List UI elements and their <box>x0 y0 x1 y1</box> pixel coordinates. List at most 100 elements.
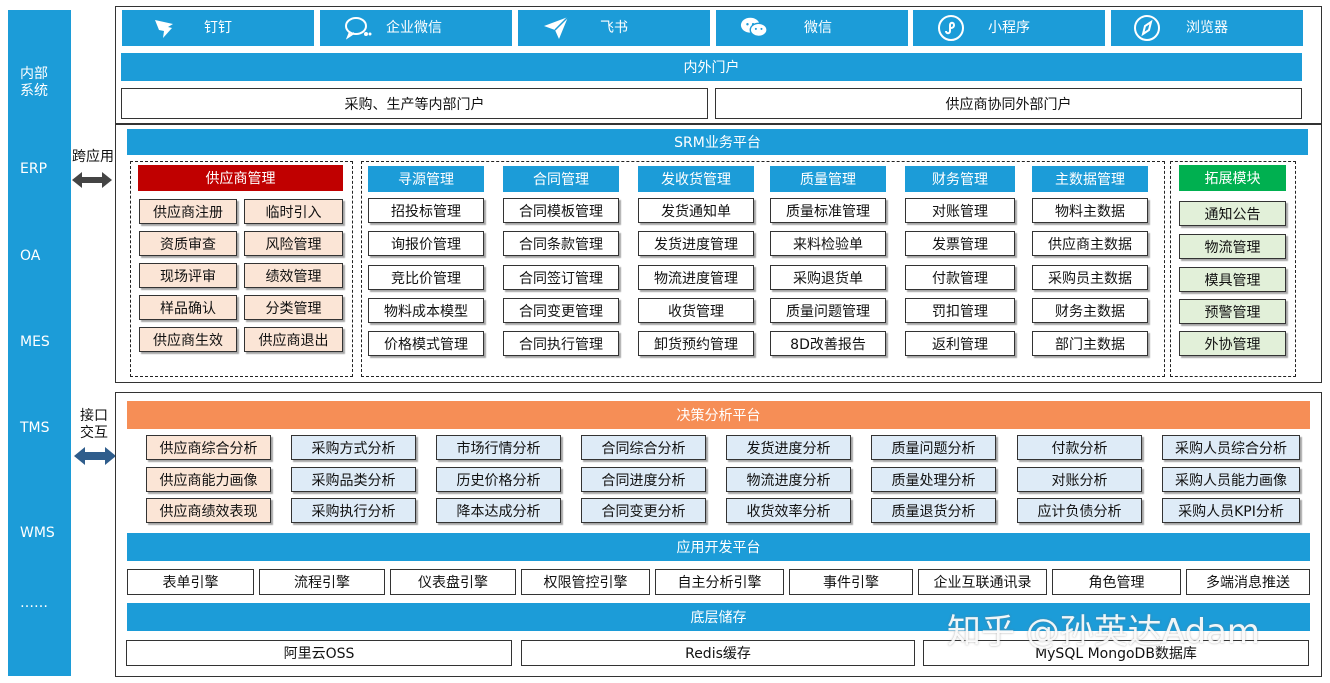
module-item: 部门主数据 <box>1032 331 1148 356</box>
engine-item: 权限管控引擎 <box>521 569 650 595</box>
module-item: 收货管理 <box>638 298 754 323</box>
supplier-item: 供应商生效 <box>139 327 237 352</box>
analysis-item: 供应商能力画像 <box>146 467 271 492</box>
module-item: 物流进度管理 <box>638 265 754 290</box>
analysis-item: 物流进度分析 <box>726 467 851 492</box>
analysis-item: 质量处理分析 <box>871 467 996 492</box>
module-item: 竞比价管理 <box>368 265 484 290</box>
module-item: 合同执行管理 <box>503 331 619 356</box>
module-item: 质量问题管理 <box>770 298 886 323</box>
supplier-item: 风险管理 <box>244 231 343 256</box>
extension-module-header: 拓展模块 <box>1179 165 1286 191</box>
supplier-item: 样品确认 <box>139 295 237 320</box>
module-item: 采购退货单 <box>770 265 886 290</box>
sidebar-item-wms: WMS <box>20 525 55 541</box>
extension-item: 物流管理 <box>1179 234 1286 259</box>
supplier-item: 资质审查 <box>139 231 237 256</box>
module-item: 返利管理 <box>905 331 1015 356</box>
business-modules-group-box <box>361 161 1165 377</box>
channel-feishu[interactable]: 飞书 <box>518 10 710 46</box>
module-item: 罚扣管理 <box>905 298 1015 323</box>
analysis-item: 发货进度分析 <box>726 435 851 460</box>
module-item: 物料成本模型 <box>368 298 484 323</box>
storage-item: Redis缓存 <box>521 640 915 666</box>
module-header: 财务管理 <box>905 166 1015 192</box>
supplier-item: 绩效管理 <box>244 263 343 288</box>
channel-wecom[interactable]: 企业微信 <box>320 10 512 46</box>
sidebar-item-mes: MES <box>20 334 50 350</box>
analysis-item: 采购人员能力画像 <box>1162 467 1300 492</box>
analysis-item: 采购执行分析 <box>291 498 416 523</box>
channel-dingtalk[interactable]: 钉钉 <box>122 10 314 46</box>
module-item: 合同模板管理 <box>503 198 619 223</box>
cross-app-label: 跨应用 <box>72 149 114 165</box>
sidebar-item-internal: 内部 系统 <box>20 66 48 99</box>
module-item: 来料检验单 <box>770 231 886 256</box>
wechat-icon <box>740 14 768 42</box>
analysis-item: 供应商绩效表现 <box>146 498 271 523</box>
channel-label: 钉钉 <box>204 20 232 36</box>
module-item: 发货通知单 <box>638 198 754 223</box>
channel-miniprogram[interactable]: 小程序 <box>913 10 1105 46</box>
interface-arrow-icon <box>74 447 116 465</box>
channel-wechat[interactable]: 微信 <box>716 10 908 46</box>
analysis-item: 采购方式分析 <box>291 435 416 460</box>
module-item: 质量标准管理 <box>770 198 886 223</box>
analysis-item: 采购人员KPI分析 <box>1162 498 1300 523</box>
watermark-text: 知乎 @孙英达Adam <box>947 612 1261 652</box>
module-item: 招投标管理 <box>368 198 484 223</box>
browser-icon <box>1133 14 1161 42</box>
supplier-group-box <box>130 161 353 377</box>
wecom-icon <box>344 14 372 42</box>
engine-item: 多端消息推送 <box>1186 569 1310 595</box>
module-item: 物料主数据 <box>1032 198 1148 223</box>
storage-item: MySQL MongoDB数据库 <box>923 640 1309 666</box>
analysis-item: 采购品类分析 <box>291 467 416 492</box>
decision-title-bar: 决策分析平台 <box>127 401 1310 429</box>
module-header: 发收货管理 <box>638 166 754 192</box>
engine-item: 角色管理 <box>1052 569 1181 595</box>
module-item: 合同签订管理 <box>503 265 619 290</box>
sidebar-item-more: …… <box>20 595 48 611</box>
sidebar-item-tms: TMS <box>20 420 50 436</box>
analysis-item: 质量问题分析 <box>871 435 996 460</box>
storage-title-bar: 底层储存 <box>127 603 1310 631</box>
analysis-item: 采购人员综合分析 <box>1162 435 1300 460</box>
supplier-management-header: 供应商管理 <box>138 165 343 191</box>
sidebar-item-erp: ERP <box>20 161 48 177</box>
engine-item: 流程引擎 <box>259 569 385 595</box>
interface-interaction-label: 接口 交互 <box>80 408 108 441</box>
module-item: 询报价管理 <box>368 231 484 256</box>
module-header: 寻源管理 <box>368 166 484 192</box>
supplier-item: 临时引入 <box>244 199 343 224</box>
supplier-item: 分类管理 <box>244 295 343 320</box>
module-item: 财务主数据 <box>1032 298 1148 323</box>
analysis-item: 降本达成分析 <box>436 498 561 523</box>
module-header: 质量管理 <box>770 166 886 192</box>
analysis-item: 收货效率分析 <box>726 498 851 523</box>
supplier-item: 供应商注册 <box>139 199 237 224</box>
portal-title-bar: 内外门户 <box>121 53 1302 81</box>
module-item: 合同变更管理 <box>503 298 619 323</box>
cross-app-arrow-icon <box>72 172 112 188</box>
engine-item: 企业互联通讯录 <box>918 569 1047 595</box>
extension-item: 模具管理 <box>1179 267 1286 292</box>
module-item: 卸货预约管理 <box>638 331 754 356</box>
module-item: 8D改善报告 <box>770 331 886 356</box>
analysis-item: 对账分析 <box>1017 467 1142 492</box>
module-item: 对账管理 <box>905 198 1015 223</box>
channel-browser[interactable]: 浏览器 <box>1111 10 1303 46</box>
srm-title-bar: SRM业务平台 <box>127 129 1308 155</box>
engine-item: 事件引擎 <box>789 569 913 595</box>
channel-label: 飞书 <box>600 20 628 36</box>
dingtalk-icon <box>150 14 178 42</box>
module-item: 发票管理 <box>905 231 1015 256</box>
analysis-item: 付款分析 <box>1017 435 1142 460</box>
analysis-item: 市场行情分析 <box>436 435 561 460</box>
feishu-icon <box>542 14 570 42</box>
module-item: 付款管理 <box>905 265 1015 290</box>
external-portal-box: 供应商协同外部门户 <box>715 88 1302 119</box>
module-item: 发货进度管理 <box>638 231 754 256</box>
channel-label: 微信 <box>804 20 832 36</box>
analysis-item: 供应商综合分析 <box>146 435 271 460</box>
